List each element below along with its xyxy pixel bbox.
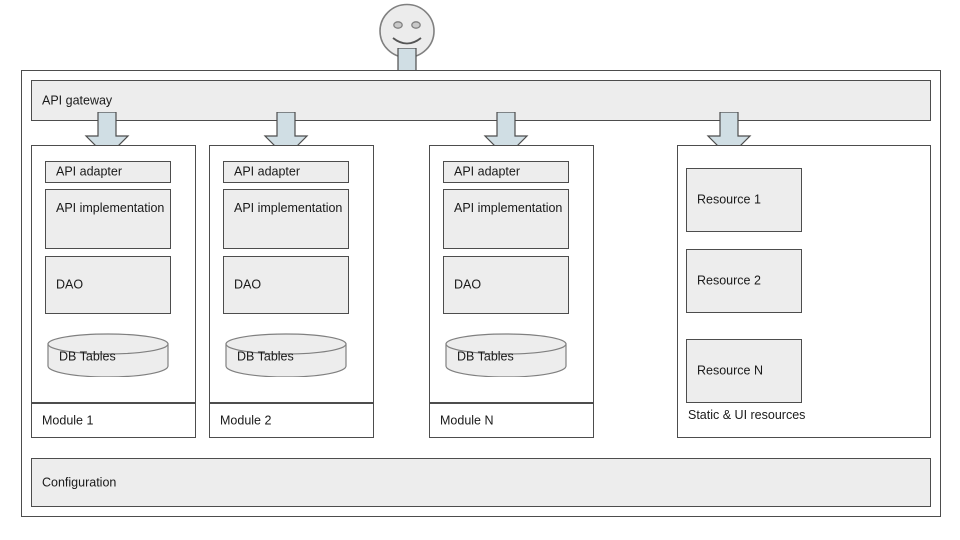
module-1-name: Module 1 [42, 413, 94, 427]
module-1-api-implementation[interactable]: API implementation [45, 189, 171, 249]
resource-2-box[interactable]: Resource 2 [686, 249, 802, 313]
resource-n-label: Resource N [697, 363, 763, 378]
module-n-api-adapter-label: API adapter [454, 164, 521, 179]
configuration-box[interactable]: Configuration [31, 458, 931, 507]
api-gateway-box[interactable]: API gateway [31, 80, 931, 121]
module-2-dao-label: DAO [234, 277, 262, 292]
module-2-db-tables-label: DB Tables [237, 349, 294, 364]
module-2-dao[interactable]: DAO [223, 256, 349, 314]
resource-2-label: Resource 2 [697, 273, 761, 288]
static-ui-resources-label: Static & UI resources [688, 408, 806, 422]
smiley-face-icon [378, 2, 436, 60]
module-2-api-adapter-label: API adapter [234, 164, 301, 179]
api-gateway-label: API gateway [42, 93, 113, 107]
module-n-dao-label: DAO [454, 277, 482, 292]
module-2-api-implementation-label: API implementation [234, 201, 343, 215]
module-2-api-implementation[interactable]: API implementation [223, 189, 349, 249]
module-n-label-box[interactable]: Module N [429, 403, 594, 438]
module-1-api-implementation-label: API implementation [56, 201, 165, 215]
configuration-label: Configuration [42, 475, 117, 489]
module-n-db-tables-label: DB Tables [457, 349, 514, 364]
module-1-dao[interactable]: DAO [45, 256, 171, 314]
module-2-db-tables[interactable]: DB Tables [225, 333, 347, 377]
module-1-label-box[interactable]: Module 1 [31, 403, 196, 438]
module-n-name: Module N [440, 413, 494, 427]
module-1-api-adapter[interactable]: API adapter [45, 161, 171, 183]
resource-1-box[interactable]: Resource 1 [686, 168, 802, 232]
module-n-db-tables[interactable]: DB Tables [445, 333, 567, 377]
module-1-db-tables-label: DB Tables [59, 349, 116, 364]
module-n-dao[interactable]: DAO [443, 256, 569, 314]
module-2-name: Module 2 [220, 413, 272, 427]
module-n-api-implementation-label: API implementation [454, 201, 563, 215]
module-n-api-implementation[interactable]: API implementation [443, 189, 569, 249]
module-1-dao-label: DAO [56, 277, 84, 292]
module-2-api-adapter[interactable]: API adapter [223, 161, 349, 183]
module-1-api-adapter-label: API adapter [56, 164, 123, 179]
module-2-label-box[interactable]: Module 2 [209, 403, 374, 438]
module-n-api-adapter[interactable]: API adapter [443, 161, 569, 183]
module-1-db-tables[interactable]: DB Tables [47, 333, 169, 377]
resource-n-box[interactable]: Resource N [686, 339, 802, 403]
resource-1-label: Resource 1 [697, 192, 761, 207]
